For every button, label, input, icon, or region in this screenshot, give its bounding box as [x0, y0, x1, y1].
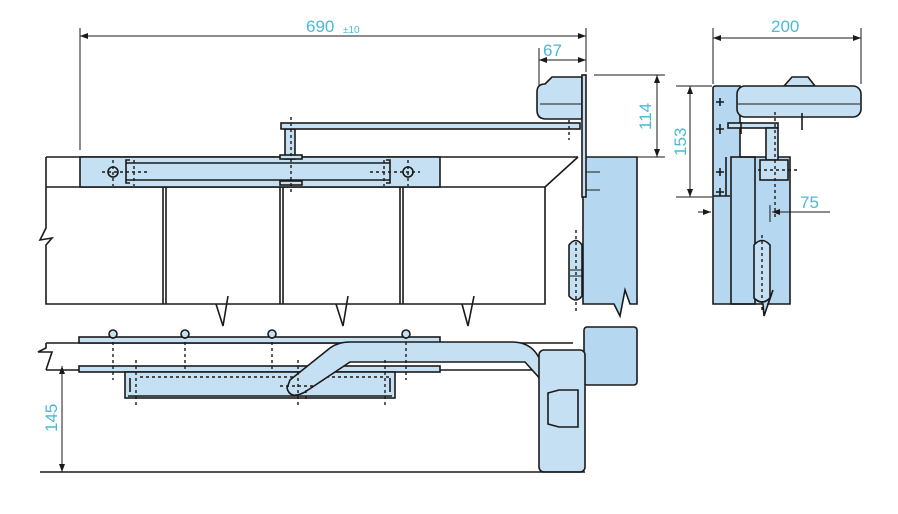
door-frame	[582, 156, 638, 319]
arm-bar	[280, 122, 581, 130]
arm-centerlines	[290, 108, 570, 195]
rail-plate-bottom	[78, 365, 441, 373]
break-marks	[215, 295, 475, 327]
slide-rail	[79, 156, 441, 188]
extension-lines	[676, 28, 862, 198]
door-leaf	[730, 156, 756, 305]
fixing-marks	[716, 98, 803, 196]
rail-plate-top	[78, 336, 441, 344]
bolt-head	[108, 329, 118, 339]
dim-114: 114	[636, 103, 655, 130]
arm-plate	[727, 122, 779, 129]
dim-690-tolerance: ±10	[343, 25, 360, 36]
front-view: 690 ±10 67 114	[38, 17, 665, 327]
door-panel-lines	[162, 187, 404, 304]
side-view: 200 153 75	[671, 17, 862, 317]
frame-section	[712, 85, 791, 317]
frame-detail-lines	[713, 157, 730, 197]
arm-post	[765, 127, 779, 161]
dim-67: 67	[543, 41, 562, 60]
dim-145: 145	[42, 404, 61, 432]
frame-detail-lines	[570, 171, 600, 277]
channel-detail	[128, 378, 392, 397]
dim-153: 153	[671, 128, 690, 156]
channel	[124, 371, 396, 399]
closer-side	[736, 85, 862, 118]
closer-top-hump	[782, 76, 817, 87]
rail-centerlines	[102, 160, 420, 186]
bracket-cutout	[547, 389, 579, 428]
dim-200: 200	[771, 17, 799, 36]
bolt-head	[267, 329, 277, 339]
side-centerlines	[758, 112, 800, 312]
plan-centerlines	[112, 330, 407, 408]
wall-block	[583, 326, 638, 386]
plan-view: 145	[37, 326, 638, 473]
arm-curved	[286, 341, 567, 396]
mounting-plate	[581, 74, 587, 198]
bolt-head	[180, 329, 190, 339]
dim-690: 690	[306, 17, 334, 36]
bolt-head	[401, 329, 411, 339]
door-closer-body	[536, 76, 583, 120]
rail-track	[126, 162, 390, 181]
extension-lines	[79, 28, 665, 158]
dim-75: 75	[800, 193, 819, 212]
